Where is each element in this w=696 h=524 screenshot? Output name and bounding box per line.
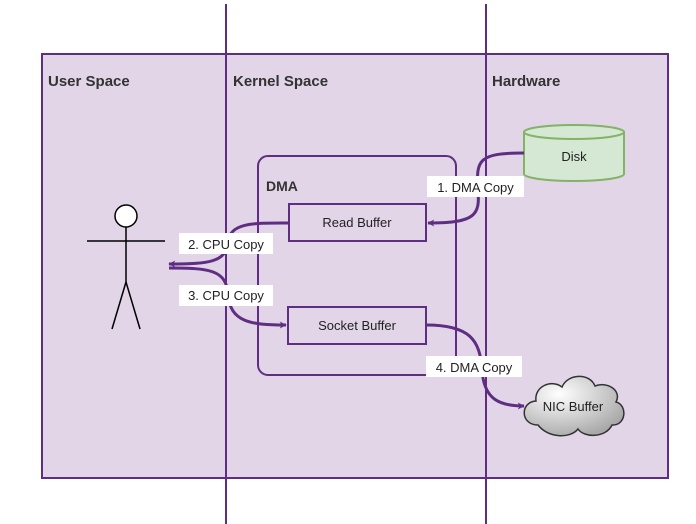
edge-label-cpu-copy-2: 2. CPU Copy bbox=[179, 233, 273, 254]
socket-buffer-label: Socket Buffer bbox=[318, 318, 396, 333]
disk-cylinder[interactable]: Disk bbox=[523, 124, 625, 182]
dma-group[interactable] bbox=[257, 155, 457, 376]
svg-text:3. CPU Copy: 3. CPU Copy bbox=[188, 288, 264, 303]
lane-title-hardware: Hardware bbox=[492, 73, 560, 90]
user-actor-icon bbox=[87, 204, 165, 330]
lane-title-kernel-space: Kernel Space bbox=[233, 73, 328, 90]
lane-title-user-space: User Space bbox=[48, 73, 130, 90]
read-buffer-label: Read Buffer bbox=[322, 215, 392, 230]
svg-text:4. DMA Copy: 4. DMA Copy bbox=[436, 360, 513, 375]
edge-label-dma-copy-4: 4. DMA Copy bbox=[426, 356, 522, 377]
edge-label-cpu-copy-3: 3. CPU Copy bbox=[179, 285, 273, 306]
dma-group-label: DMA bbox=[266, 178, 298, 194]
socket-buffer-box[interactable] bbox=[287, 306, 427, 345]
edge-label-dma-copy-1: 1. DMA Copy bbox=[427, 176, 524, 197]
disk-label: Disk bbox=[561, 149, 587, 164]
nic-buffer-label: NIC Buffer bbox=[543, 399, 604, 414]
svg-text:2. CPU Copy: 2. CPU Copy bbox=[188, 237, 264, 252]
svg-text:1. DMA Copy: 1. DMA Copy bbox=[437, 180, 514, 195]
nic-buffer-cloud[interactable]: NIC Buffer bbox=[523, 375, 625, 437]
read-buffer-box[interactable] bbox=[288, 203, 427, 242]
